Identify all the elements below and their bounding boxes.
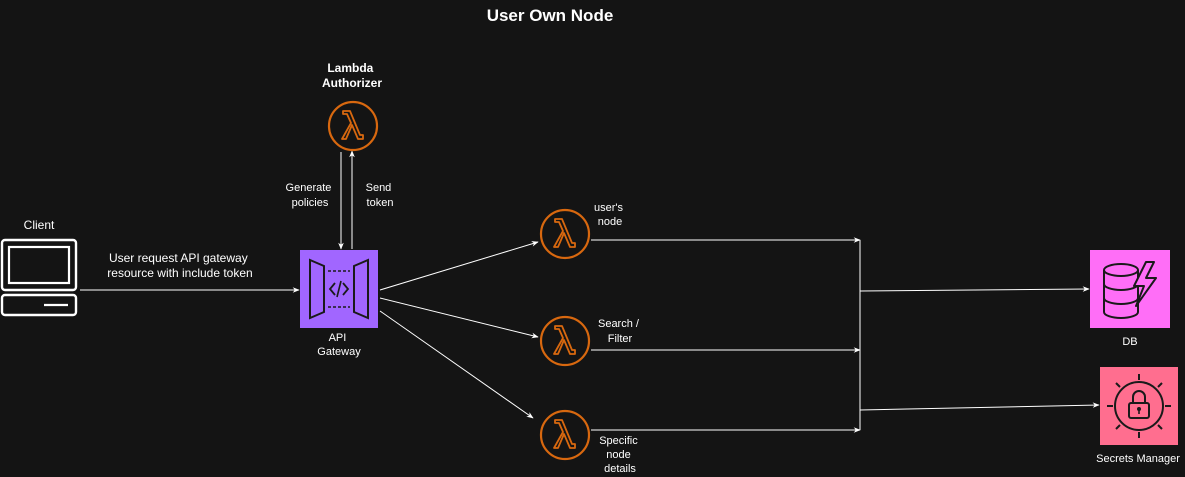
secrets-manager-node: Secrets Manager — [1096, 367, 1180, 465]
node-details-label: Specific node details — [599, 435, 641, 475]
secrets-manager-icon — [1100, 367, 1178, 445]
dynamodb-icon — [1090, 250, 1170, 328]
lambda-authorizer-node: Lambda Authorizer — [322, 61, 382, 152]
edge-label-client-request: User request API gateway resource with i… — [107, 251, 252, 280]
api-gateway-icon — [300, 250, 378, 328]
edge-bus-to-db — [859, 286, 1090, 292]
search-filter-label: Search / Filter — [598, 318, 642, 345]
client-label: Client — [24, 218, 55, 232]
lambda-icon — [539, 208, 591, 260]
edge-gateway-to-details — [379, 310, 534, 419]
edge-gateway-to-search — [379, 297, 539, 339]
edge-label-generate-policies: Generate policies — [286, 182, 335, 209]
lambda-icon — [539, 315, 591, 367]
diagram-title: User Own Node — [487, 6, 614, 25]
api-gateway-node: API Gateway — [300, 250, 378, 358]
secrets-manager-label: Secrets Manager — [1096, 453, 1180, 465]
lambda-search-filter: Search / Filter — [539, 315, 642, 367]
lambda-icon — [539, 409, 591, 461]
lambda-node-details: Specific node details — [539, 409, 641, 475]
api-gateway-label: API Gateway — [317, 332, 361, 358]
authorizer-label: Lambda Authorizer — [322, 61, 382, 90]
desktop-computer-icon — [0, 238, 78, 317]
users-node-label: user's node — [594, 202, 626, 228]
lambda-users-node: user's node — [539, 202, 626, 260]
lambda-icon — [327, 100, 379, 152]
edges — [80, 150, 1100, 433]
client-node: Client — [0, 218, 78, 317]
edge-bus-to-secrets — [859, 402, 1100, 411]
db-node: DB — [1090, 250, 1170, 348]
edge-label-send-token: Send token — [366, 182, 395, 209]
db-label: DB — [1122, 336, 1137, 348]
edge-gateway-to-users-node — [379, 241, 539, 291]
